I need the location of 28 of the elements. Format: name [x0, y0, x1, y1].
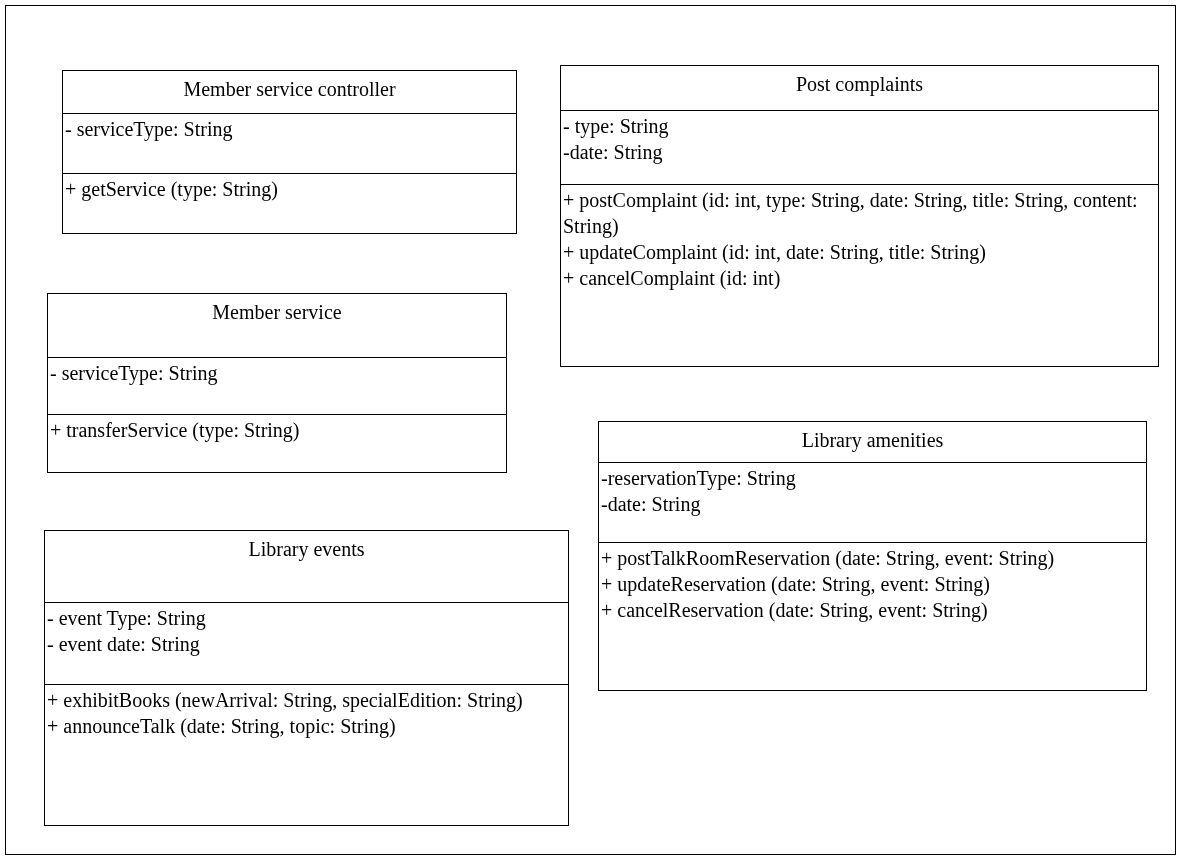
method-text: + postComplaint (id: int, type: String, date: String, title: String, content: String): [563, 188, 1139, 239]
class-box: [62, 70, 517, 234]
attribute-text: -date: String: [601, 492, 702, 517]
class-name: Post complaints: [794, 72, 925, 98]
method-text: + announceTalk (date: String, topic: String): [47, 714, 397, 739]
class-box: [44, 530, 569, 826]
class-box: [47, 293, 507, 473]
class-name: Library events: [247, 537, 366, 563]
attribute-text: -date: String: [563, 140, 664, 165]
class-name: Library amenities: [800, 428, 945, 454]
method-text: + cancelReservation (date: String, event: String): [601, 598, 989, 623]
class-name: Member service: [211, 300, 343, 325]
attribute-text: - serviceType: String: [50, 361, 219, 386]
attribute-text: -reservationType: String: [601, 466, 797, 491]
class-box: [560, 65, 1159, 367]
method-text: + cancelComplaint (id: int): [563, 266, 782, 291]
attribute-text: - event date: String: [47, 632, 201, 657]
method-text: + updateReservation (date: String, event: String): [601, 572, 991, 597]
class-box: [598, 421, 1147, 691]
attribute-text: - serviceType: String: [65, 117, 234, 142]
class-name: Member service controller: [182, 77, 397, 102]
method-text: + updateComplaint (id: int, date: String, title: String): [563, 240, 987, 265]
method-text: + exhibitBooks (newArrival: String, specialEdition: String): [47, 688, 524, 713]
attribute-text: - event Type: String: [47, 606, 207, 631]
method-text: + getService (type: String): [65, 177, 279, 202]
attribute-text: - type: String: [563, 114, 670, 139]
method-text: + transferService (type: String): [50, 418, 301, 443]
method-text: + postTalkRoomReservation (date: String, event: String): [601, 546, 1056, 571]
